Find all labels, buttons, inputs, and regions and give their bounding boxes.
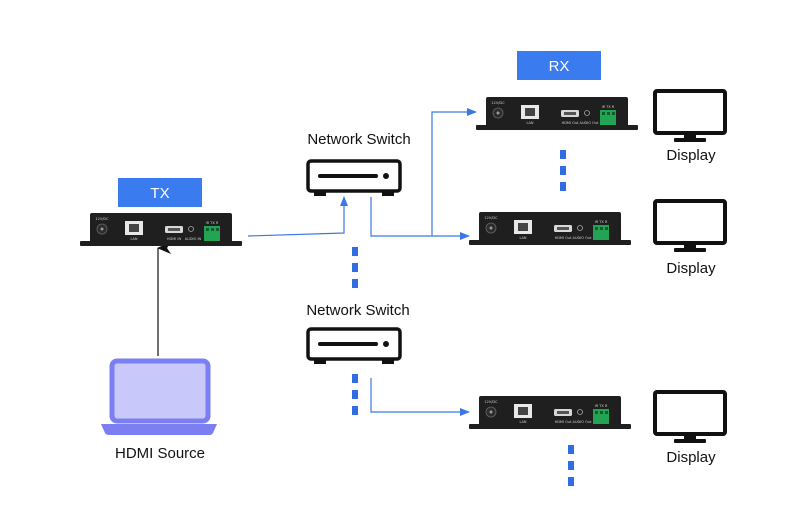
lan-port-label: LAN [526, 121, 533, 125]
display-3: Display [653, 390, 727, 466]
audio-out-label: AUDIO Out [580, 121, 600, 125]
branch-to-rx-top-line [431, 108, 477, 236]
rx-device-bottom: 12V/DC LAN HDMI Out AUDIO Out IR TX R [469, 396, 631, 429]
hdmi-out-label: HDMI Out [555, 420, 572, 424]
tx-label: TX [150, 185, 169, 202]
dc-port-label: 12V/DC [491, 101, 505, 105]
display-3-label: Display [666, 449, 716, 466]
rx-label: RX [549, 58, 570, 75]
audio-out-label: AUDIO Out [573, 236, 593, 240]
display-2: Display [653, 199, 727, 277]
lan-port-label: LAN [519, 236, 526, 240]
hdmi-source: HDMI Source [101, 358, 217, 462]
connectors [157, 108, 477, 416]
network-switch-bottom: Network Switch [306, 302, 410, 364]
hdmi-out-label: HDMI Out [555, 236, 572, 240]
hdmi-in-label: HDMI IN [167, 237, 182, 241]
dc-port-label: 12V/DC [484, 216, 498, 220]
switch-bottom-label: Network Switch [306, 302, 409, 319]
switch-top-label: Network Switch [307, 131, 410, 148]
tx-to-switch-line [247, 196, 348, 237]
audio-out-label: AUDIO Out [573, 420, 593, 424]
dots-below-receiver [568, 445, 574, 486]
rx-badge: RX [517, 51, 601, 80]
dc-port-label: 12V/DC [95, 217, 109, 221]
display-2-label: Display [666, 260, 716, 277]
display-1-label: Display [666, 147, 716, 164]
switch2-to-rx-line [370, 378, 470, 416]
tx-badge: TX [118, 178, 202, 207]
audio-in-label: AUDIO IN [185, 237, 202, 241]
ir-label: IR TX R [206, 221, 219, 225]
hdmi-out-label: HDMI Out [562, 121, 579, 125]
monitor-icon [653, 390, 727, 443]
ir-label: IR TX R [602, 105, 615, 109]
switch-to-rx-line [370, 197, 470, 240]
dc-port-label: 12V/DC [484, 400, 498, 404]
ir-label: IR TX R [595, 220, 608, 224]
ir-label: IR TX R [595, 404, 608, 408]
rx-device-middle: 12V/DC LAN HDMI Out AUDIO Out IR TX R [469, 212, 631, 245]
ellipsis-dots [352, 150, 574, 486]
lan-port-label: LAN [519, 420, 526, 424]
dots-between-switches [352, 247, 358, 288]
monitor-icon [653, 199, 727, 252]
monitor-icon [653, 89, 727, 142]
network-switch-top: Network Switch [306, 131, 411, 196]
lan-port-label: LAN [130, 237, 137, 241]
source-label: HDMI Source [115, 445, 205, 462]
rx-device-top: 12V/DC LAN HDMI Out AUDIO Out IR TX R [476, 97, 638, 130]
display-1: Display [653, 89, 727, 164]
switch-icon [306, 327, 402, 364]
laptop-icon [101, 358, 217, 435]
tx-device: 12V/DC LAN HDMI IN AUDIO IN IR TX R [80, 213, 242, 246]
dots-below-switch [352, 374, 358, 415]
switch-icon [306, 159, 402, 196]
dots-between-receivers [560, 150, 566, 191]
